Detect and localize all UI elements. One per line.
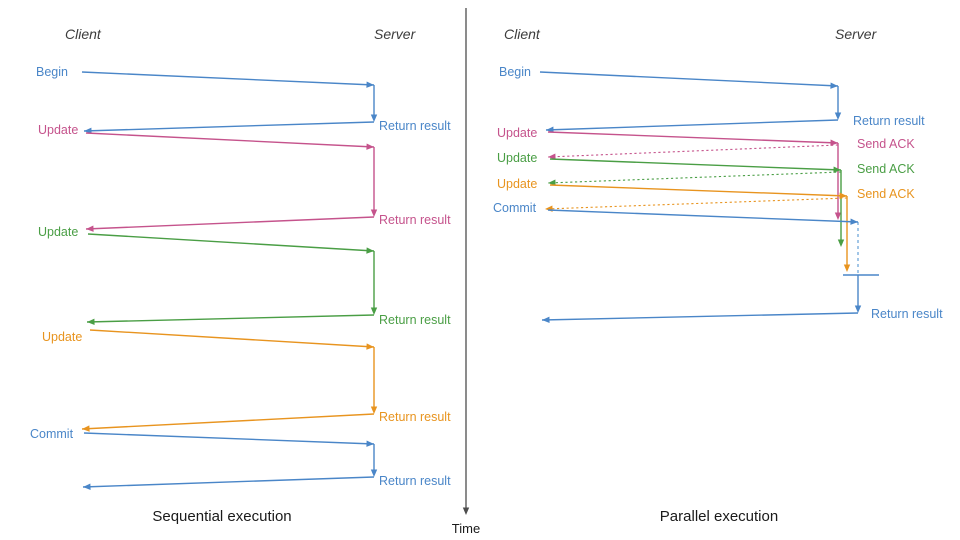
sequential-message-3-server-activation-arrowhead xyxy=(370,209,378,217)
parallel-message-2-arrowhead xyxy=(830,139,838,146)
parallel-message-8-label: Commit xyxy=(493,201,537,215)
parallel-server-lifeline-arrowhead-0 xyxy=(834,212,842,220)
parallel-message-0-line xyxy=(539,71,839,87)
parallel-message-7-label: Send ACK xyxy=(857,187,915,201)
sequential-message-5-arrowhead xyxy=(87,318,95,326)
parallel-message-6 xyxy=(549,184,848,199)
parallel-server-actor-label: Server xyxy=(835,26,878,42)
parallel-server-lifeline-arrowhead-1 xyxy=(837,239,845,247)
parallel-message-3-label: Send ACK xyxy=(857,137,915,151)
sequential-message-4-line xyxy=(87,233,375,252)
sequential-message-2-label: Update xyxy=(38,123,78,137)
sequential-message-7-label: Return result xyxy=(379,410,451,424)
parallel-message-0-label: Begin xyxy=(499,65,531,79)
parallel-message-4 xyxy=(549,158,842,173)
sequential-message-4-label: Update xyxy=(38,225,78,239)
parallel-message-1 xyxy=(545,119,839,133)
sequential-message-3-line xyxy=(85,216,375,230)
sequential-message-1 xyxy=(83,121,375,134)
parallel-server-lifeline-arrowhead-2 xyxy=(843,264,851,272)
parallel-message-0 xyxy=(539,71,839,89)
sequential-message-5-server-activation-arrowhead xyxy=(370,307,378,315)
sequential-message-2-arrowhead xyxy=(366,143,374,150)
sequential-message-7-server-activation-arrowhead xyxy=(370,406,378,414)
sequential-message-5-label: Return result xyxy=(379,313,451,327)
parallel-message-7-arrowhead xyxy=(545,205,553,212)
parallel-message-6-label: Update xyxy=(497,177,537,191)
sequential-message-5 xyxy=(86,314,375,326)
parallel-message-3-line xyxy=(547,144,839,158)
sequential-message-7 xyxy=(81,413,375,432)
parallel-caption: Parallel execution xyxy=(660,508,778,525)
sequential-message-3 xyxy=(85,216,375,232)
sequential-message-2 xyxy=(85,132,375,150)
sequential-message-0-arrowhead xyxy=(366,81,374,88)
sequential-message-1-arrowhead xyxy=(84,127,92,134)
parallel-message-4-label: Update xyxy=(497,151,537,165)
parallel-message-9-arrowhead xyxy=(542,316,550,324)
sequential-message-8 xyxy=(83,432,375,447)
sequential-message-1-server-activation-arrowhead xyxy=(370,114,378,122)
sequential-message-9-arrowhead xyxy=(83,483,91,490)
sequential-message-4 xyxy=(87,233,375,254)
sequential-message-9 xyxy=(82,476,375,490)
sequential-message-2-line xyxy=(85,132,375,148)
sequential-message-1-label: Return result xyxy=(379,119,451,133)
sequential-message-6-label: Update xyxy=(42,330,82,344)
sequential-message-9-label: Return result xyxy=(379,474,451,488)
sequential-message-4-arrowhead xyxy=(366,247,374,254)
parallel-message-5-line xyxy=(547,171,842,184)
parallel-message-1-arrowhead xyxy=(546,126,554,133)
time-axis-label: Time xyxy=(452,521,480,536)
sequential-message-9-line xyxy=(82,476,375,488)
parallel-client-actor-label: Client xyxy=(504,26,541,42)
parallel-message-5 xyxy=(547,171,842,186)
sequential-message-5-line xyxy=(86,314,375,323)
sequential-message-0-label: Begin xyxy=(36,65,68,79)
sequential-message-8-line xyxy=(83,432,375,445)
parallel-message-5-label: Send ACK xyxy=(857,162,915,176)
sequential-message-8-label: Commit xyxy=(30,427,74,441)
parallel-message-7-line xyxy=(544,197,848,210)
sequential-message-9-server-activation-arrowhead xyxy=(370,469,378,477)
sequential-message-3-arrowhead xyxy=(86,225,94,232)
sequential-message-3-label: Return result xyxy=(379,213,451,227)
parallel-message-7 xyxy=(544,197,848,212)
sequential-message-8-arrowhead xyxy=(366,440,374,447)
parallel-message-3 xyxy=(547,144,839,160)
parallel-message-9-label: Return result xyxy=(871,307,943,321)
parallel-message-2 xyxy=(547,131,839,146)
parallel-message-1-server-activation-arrowhead xyxy=(834,112,842,120)
sequential-message-6-line xyxy=(89,329,375,348)
parallel-message-5-arrowhead xyxy=(548,179,556,186)
sequential-message-6-arrowhead xyxy=(366,343,374,350)
time-axis-arrowhead xyxy=(462,507,470,515)
parallel-message-8-line xyxy=(547,209,859,223)
sequential-message-0 xyxy=(81,71,375,88)
parallel-message-4-line xyxy=(549,158,842,171)
parallel-message-6-arrowhead xyxy=(839,192,847,199)
parallel-message-8-arrowhead xyxy=(850,218,858,225)
sequential-client-actor-label: Client xyxy=(65,26,102,42)
parallel-message-1-line xyxy=(545,119,839,131)
sequential-message-7-arrowhead xyxy=(82,425,90,432)
parallel-message-9 xyxy=(541,312,859,324)
sequential-message-1-line xyxy=(83,121,375,132)
parallel-server-lifeline-arrowhead-4 xyxy=(854,305,862,313)
parallel-message-3-arrowhead xyxy=(548,153,556,160)
parallel-message-8 xyxy=(547,209,859,225)
parallel-message-9-line xyxy=(541,312,859,321)
sequential-message-0-line xyxy=(81,71,375,86)
parallel-message-2-label: Update xyxy=(497,126,537,140)
sequential-message-7-line xyxy=(81,413,375,430)
parallel-message-6-line xyxy=(549,184,848,197)
parallel-message-4-arrowhead xyxy=(833,166,841,173)
parallel-message-2-line xyxy=(547,131,839,144)
sequential-caption: Sequential execution xyxy=(152,508,291,525)
sequential-server-actor-label: Server xyxy=(374,26,417,42)
parallel-message-1-label: Return result xyxy=(853,114,925,128)
parallel-message-0-arrowhead xyxy=(830,82,838,89)
sequential-message-6 xyxy=(89,329,375,350)
